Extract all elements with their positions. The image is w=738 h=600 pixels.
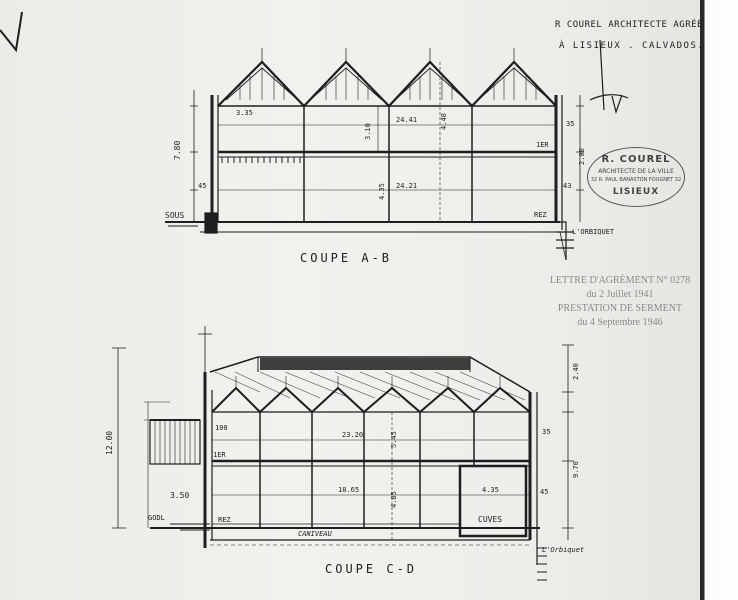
cd-dim-435: 4.35 <box>482 486 499 494</box>
cd-dim-35: 35 <box>542 428 550 436</box>
cd-label-1er: 1ER <box>213 451 226 459</box>
seal-address: 32 R. PAUL BANASTON FOUGNET 32 <box>590 177 682 183</box>
architect-name: R COUREL ARCHITECTE AGRÉÉ <box>555 20 703 30</box>
corner-mark <box>0 11 23 53</box>
architect-location: À LISIEUX . CALVADOS. <box>559 41 705 51</box>
approval-oath-date: du 4 Septembre 1946 <box>577 317 663 328</box>
cd-label-cuves: CUVES <box>478 515 502 524</box>
ab-label-rez: REZ <box>534 211 547 219</box>
section-ab <box>165 48 584 261</box>
cd-label-caniveau: CANIVEAU <box>298 530 333 538</box>
ab-dim-200: 2.00 <box>578 148 586 165</box>
ab-dim-435: 4.35 <box>378 183 386 200</box>
approval-letter: LETTRE D'AGRÉMENT N° 0278 <box>549 275 691 286</box>
approval-letter-date: du 2 Juillet 1941 <box>586 289 654 300</box>
cd-dim-485: 4.85 <box>390 491 398 508</box>
ab-dim-780: 7.80 <box>173 141 182 160</box>
cd-dim-1200: 12.00 <box>105 431 114 455</box>
cd-dim-2320: 23.20 <box>342 431 363 439</box>
ab-dim-310: 3.10 <box>364 123 372 140</box>
architect-signature <box>589 39 629 115</box>
architect-seal: R. COUREL ARCHITECTE DE LA VILLE 32 R. P… <box>587 147 685 207</box>
approval-oath: PRESTATION DE SERMENT <box>557 303 683 314</box>
cd-label-rez: REZ <box>218 516 231 524</box>
ab-dim-335: 3.35 <box>236 109 253 117</box>
ab-dim-2421: 24.21 <box>396 182 417 190</box>
cd-title: COUPE C-D <box>325 562 417 576</box>
cd-dim-350: 3.50 <box>170 491 189 500</box>
ab-dim-45: 45 <box>198 182 206 190</box>
ab-dim-440: 4.40 <box>440 113 448 130</box>
cd-dim-240: 2.40 <box>572 363 580 380</box>
ab-dim-43: 43 <box>563 182 571 190</box>
ab-label-1er: 1ER <box>536 141 549 149</box>
cd-label-orbiquet: L'Orbiquet <box>542 546 584 554</box>
seal-city: LISIEUX <box>612 187 660 197</box>
cd-dim-970: 9.70 <box>572 461 580 478</box>
seal-title: ARCHITECTE DE LA VILLE <box>598 168 674 175</box>
ab-title: COUPE A-B <box>300 251 392 265</box>
ab-dim-35: 35 <box>566 120 574 128</box>
cd-dim-45: 45 <box>540 488 548 496</box>
sheet-edge <box>700 0 738 600</box>
cd-dim-1865: 18.65 <box>338 486 359 494</box>
section-cd <box>112 326 574 581</box>
ab-label-sous: SOUS <box>165 211 184 220</box>
ab-label-orbiquet: L'ORBIQUET <box>572 228 615 236</box>
cd-dim-100: 100 <box>215 424 228 432</box>
seal-name: R. COUREL <box>601 154 671 165</box>
ab-dim-2441: 24.41 <box>396 116 417 124</box>
cd-label-godl: GODL <box>148 514 165 522</box>
cd-dim-545: 5.45 <box>390 431 398 448</box>
